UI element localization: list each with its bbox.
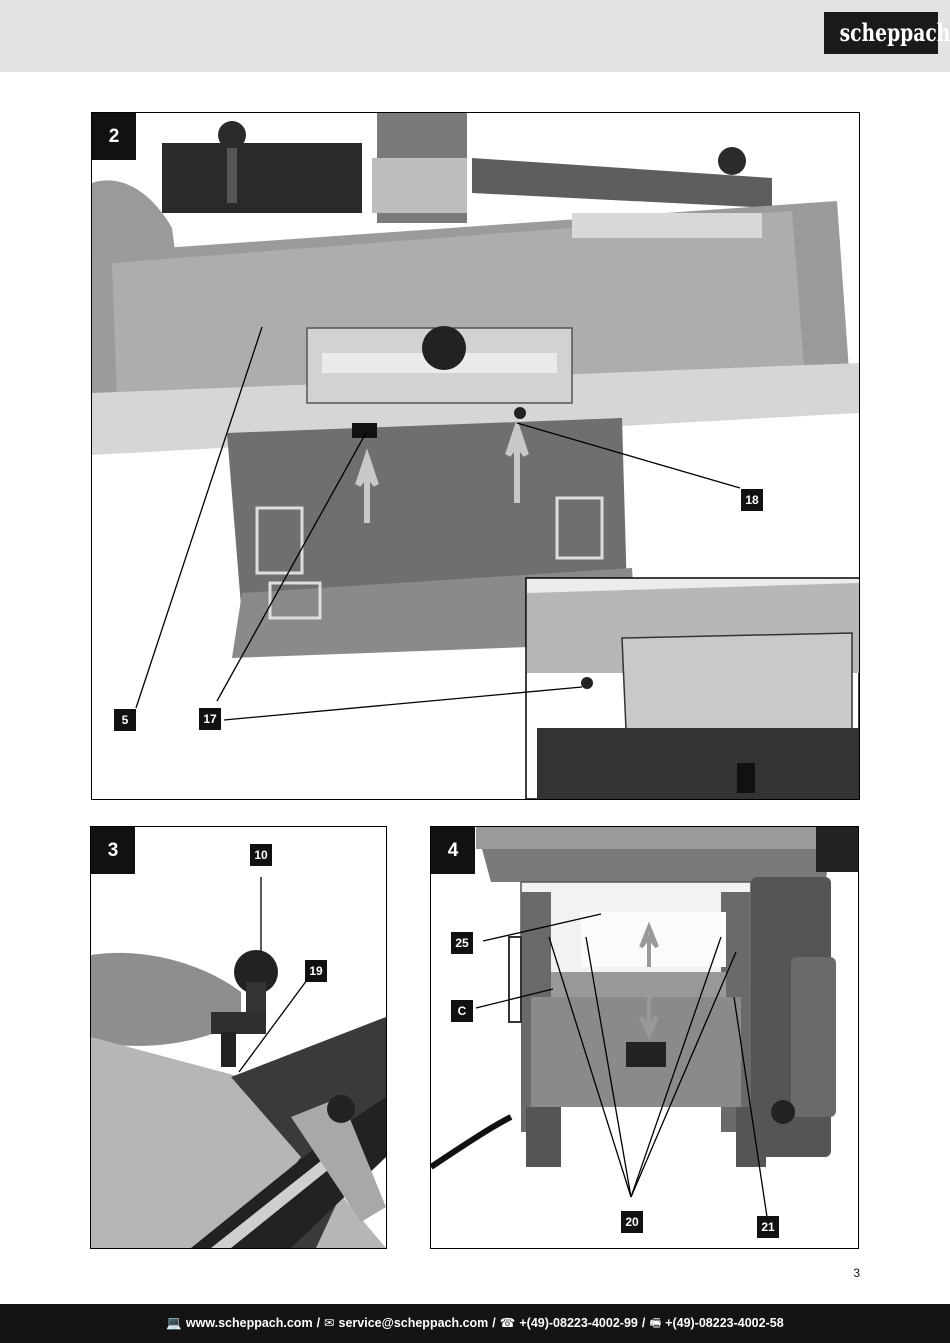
figure-3-photo [91,827,386,1248]
brand-logo: scheppach [824,12,950,54]
figure-4-panel: 4 25 C 20 21 [430,826,859,1249]
envelope-icon: ✉ [324,1316,335,1330]
figure-4-photo [431,827,858,1248]
footer-separator: / [641,1316,646,1330]
callout-10: 10 [250,844,272,866]
callout-5: 5 [114,709,136,731]
fax-icon: 🖷 [649,1316,662,1330]
footer-fax: +(49)-08223-4002-58 [665,1316,784,1330]
callout-25: 25 [451,932,473,954]
footer-separator: / [492,1316,496,1330]
footer-website-link[interactable]: www.scheppach.com [185,1316,313,1330]
brand-logo-text: scheppach [839,18,950,47]
computer-icon: 💻 [166,1316,182,1330]
page-number: 3 [853,1266,860,1280]
figure-3-label: 3 [91,827,135,874]
footer-separator: / [316,1316,321,1330]
figure-3-panel: 3 10 19 [90,826,387,1249]
figure-2-photo [92,113,859,799]
figure-2-panel: 2 18 5 17 [91,112,860,800]
footer: 💻www.scheppach.com/✉service@scheppach.co… [0,1304,950,1343]
header-band [0,0,950,72]
callout-18: 18 [741,489,763,511]
callout-C: C [451,1000,473,1022]
footer-phone: +(49)-08223-4002-99 [519,1316,638,1330]
telephone-icon: ☎ [499,1316,516,1330]
figure-2-label: 2 [92,113,136,160]
callout-20: 20 [621,1211,643,1233]
footer-email-link[interactable]: service@scheppach.com [338,1316,489,1330]
callout-17: 17 [199,708,221,730]
figure-4-label: 4 [431,827,475,874]
callout-21: 21 [757,1216,779,1238]
callout-19: 19 [305,960,327,982]
